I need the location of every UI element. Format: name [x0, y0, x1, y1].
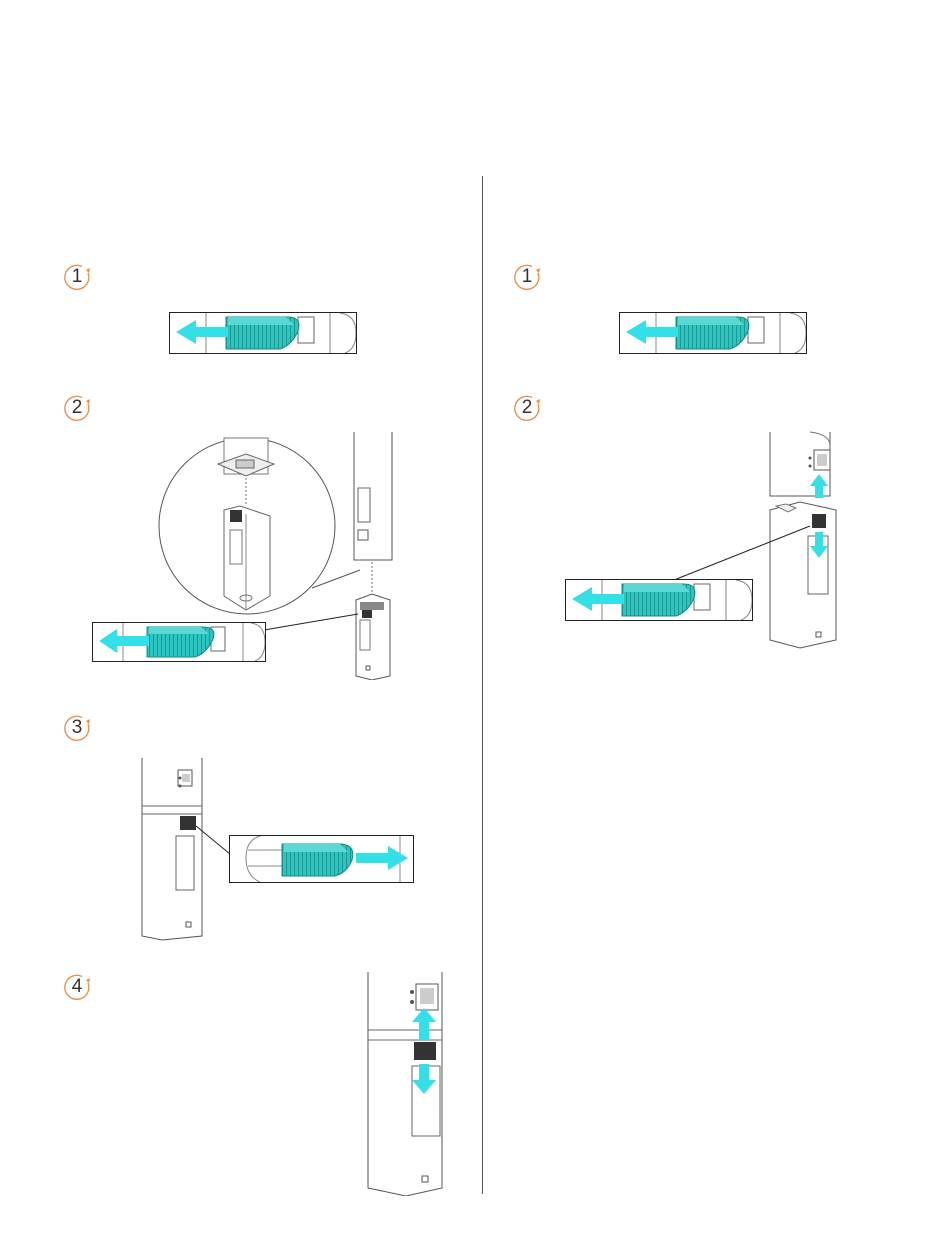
slider-lock-inset: [229, 835, 414, 883]
column-divider: [482, 176, 483, 1194]
step-2-badge: 2: [512, 393, 542, 423]
arrow-left-icon: [176, 320, 228, 344]
arrow-left-icon: [99, 629, 149, 653]
arrow-left-icon: [572, 587, 624, 611]
step-number: 2: [62, 393, 92, 423]
step-1-badge: 1: [62, 262, 92, 292]
step-2-badge: 2: [62, 393, 92, 423]
slider-release-inset: [92, 622, 266, 662]
step-number: 2: [512, 393, 542, 423]
step-1-badge: 1: [512, 262, 542, 292]
device-locked-illustration: [364, 970, 446, 1196]
arrow-left-icon: [626, 320, 678, 344]
step-number: 1: [62, 262, 92, 292]
step-number: 3: [62, 713, 92, 743]
step-number: 1: [512, 262, 542, 292]
slider-release-inset: [169, 312, 357, 354]
step-4-badge: 4: [62, 972, 92, 1002]
slider-release-inset: [619, 312, 807, 354]
step-3-badge: 3: [62, 713, 92, 743]
step-number: 4: [62, 972, 92, 1002]
device-assembled-illustration: [138, 756, 238, 942]
slider-release-inset: [565, 579, 753, 621]
